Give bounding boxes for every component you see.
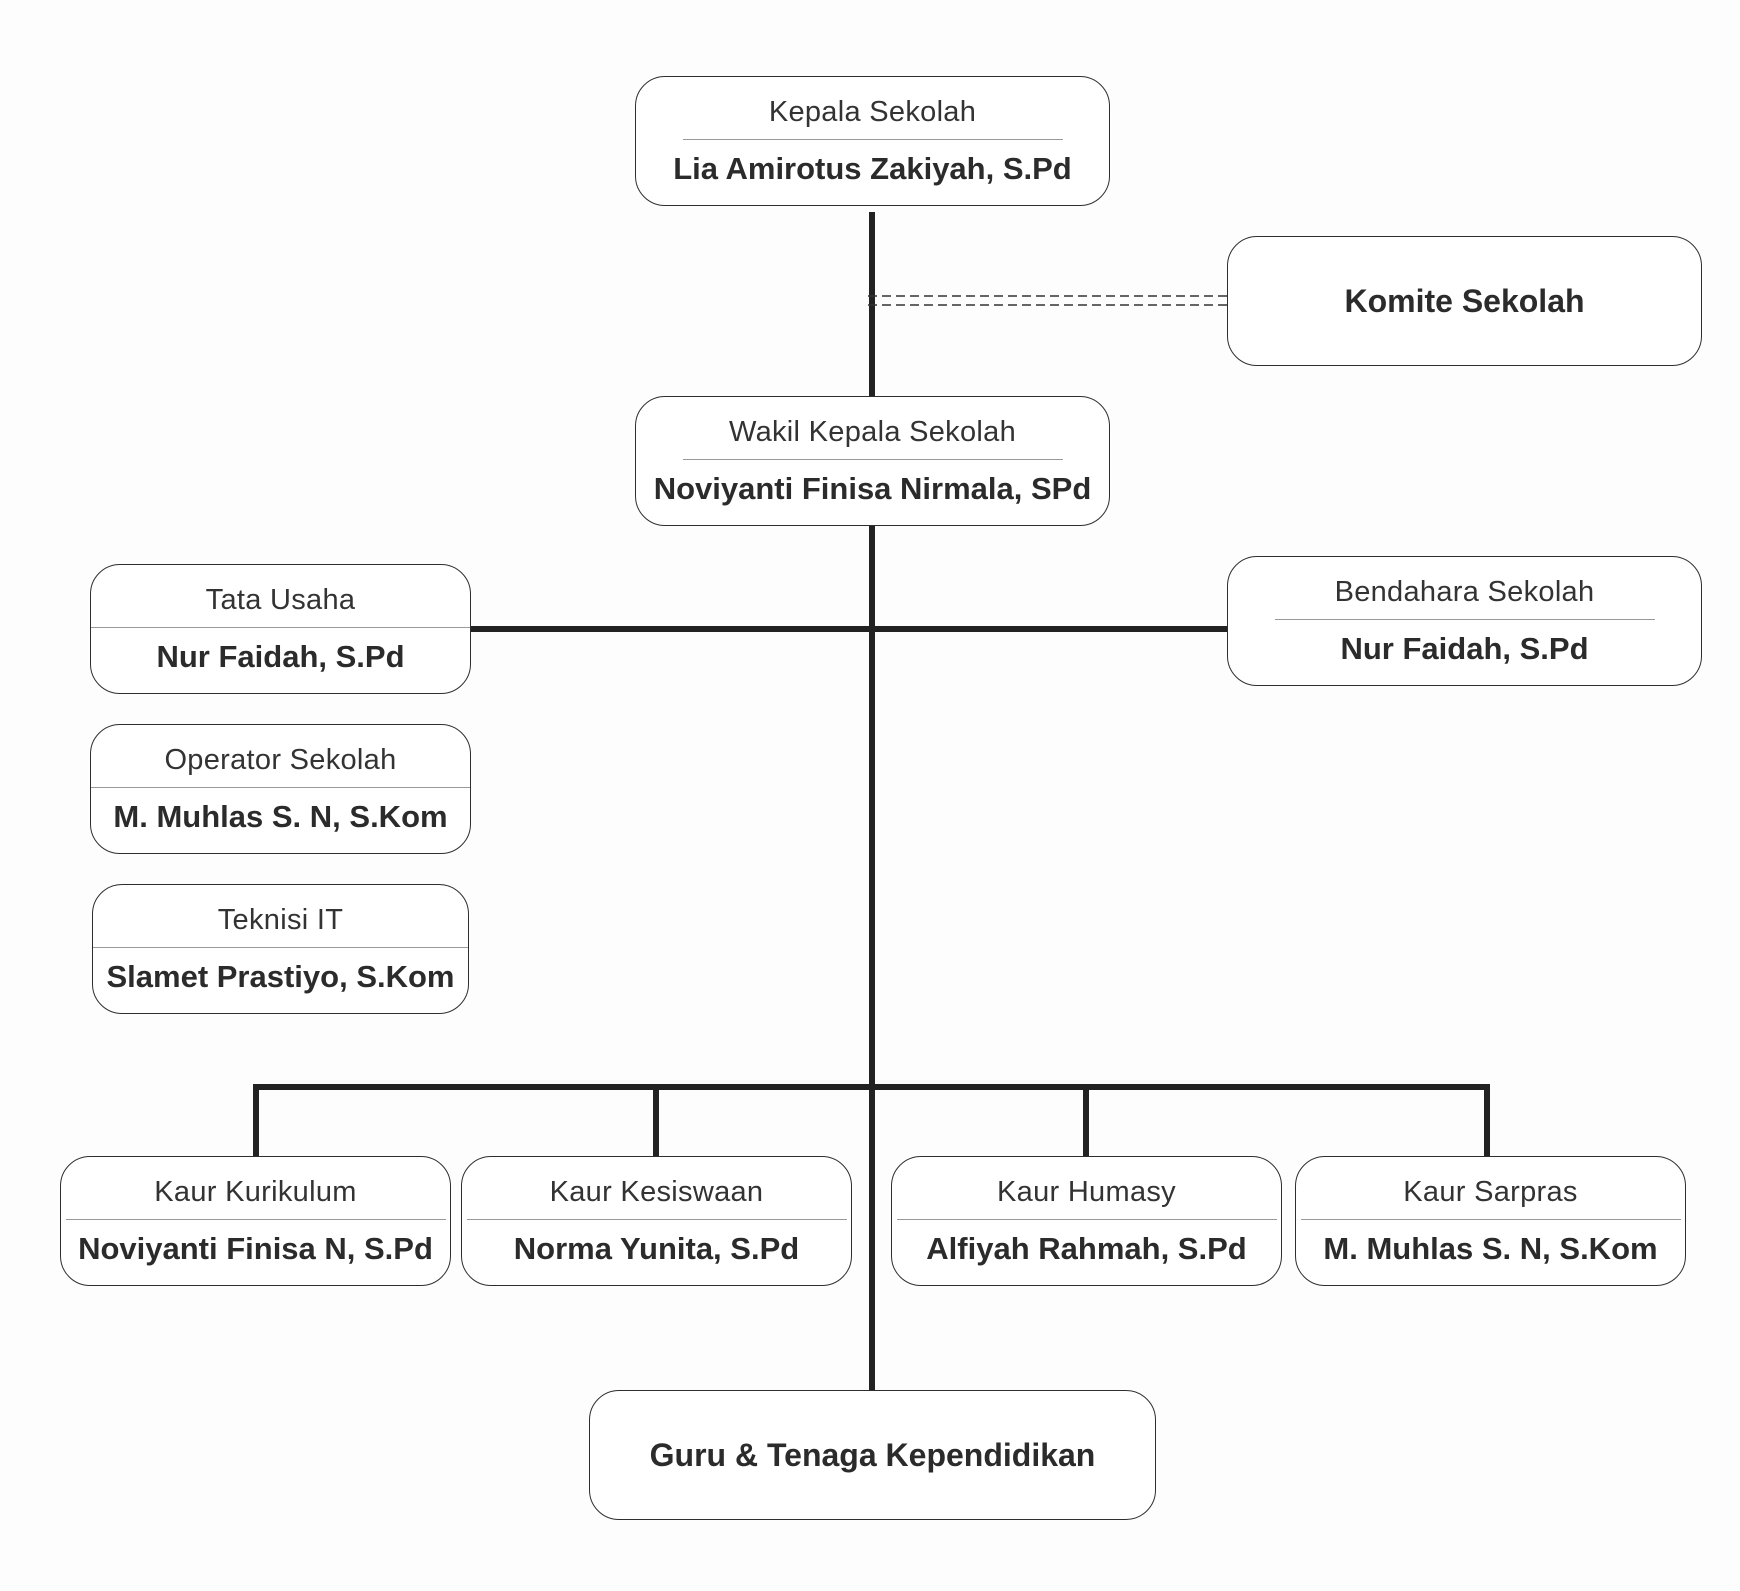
node-kaur-sarpras: Kaur Sarpras M. Muhlas S. N, S.Kom (1295, 1156, 1686, 1286)
divider (896, 1218, 1277, 1220)
divider (682, 458, 1063, 460)
node-role: Operator Sekolah (164, 744, 397, 776)
node-role: Kaur Sarpras (1403, 1176, 1578, 1208)
node-teknisi-it: Teknisi IT Slamet Prastiyo, S.Kom (92, 884, 469, 1014)
node-name: Guru & Tenaga Kependidikan (649, 1436, 1096, 1473)
node-kaur-humasy: Kaur Humasy Alfiyah Rahmah, S.Pd (891, 1156, 1282, 1286)
node-kepala-sekolah: Kepala Sekolah Lia Amirotus Zakiyah, S.P… (635, 76, 1110, 206)
node-bendahara-sekolah: Bendahara Sekolah Nur Faidah, S.Pd (1227, 556, 1702, 686)
node-name: Noviyanti Finisa N, S.Pd (78, 1230, 433, 1266)
divider (91, 786, 470, 788)
divider (1300, 1218, 1681, 1220)
node-tata-usaha: Tata Usaha Nur Faidah, S.Pd (90, 564, 471, 694)
divider (682, 138, 1063, 140)
divider (65, 1218, 446, 1220)
divider (466, 1218, 847, 1220)
node-operator-sekolah: Operator Sekolah M. Muhlas S. N, S.Kom (90, 724, 471, 854)
divider (1274, 618, 1655, 620)
node-name: Lia Amirotus Zakiyah, S.Pd (673, 150, 1072, 186)
node-name: Nur Faidah, S.Pd (1340, 630, 1589, 666)
divider (93, 946, 468, 948)
node-role: Bendahara Sekolah (1334, 576, 1595, 608)
node-role: Kepala Sekolah (768, 96, 977, 128)
node-name: M. Muhlas S. N, S.Kom (1323, 1230, 1658, 1266)
node-kaur-kesiswaan: Kaur Kesiswaan Norma Yunita, S.Pd (461, 1156, 852, 1286)
node-role: Kaur Kurikulum (154, 1176, 357, 1208)
node-role: Kaur Kesiswaan (549, 1176, 764, 1208)
node-role: Teknisi IT (217, 904, 344, 936)
node-wakil-kepala-sekolah: Wakil Kepala Sekolah Noviyanti Finisa Ni… (635, 396, 1110, 526)
node-name: M. Muhlas S. N, S.Kom (113, 798, 448, 834)
node-name: Alfiyah Rahmah, S.Pd (926, 1230, 1247, 1266)
node-name: Komite Sekolah (1344, 282, 1585, 319)
node-guru-tenaga-kependidikan: Guru & Tenaga Kependidikan (589, 1390, 1156, 1520)
node-role: Kaur Humasy (997, 1176, 1176, 1208)
node-name: Noviyanti Finisa Nirmala, SPd (653, 470, 1092, 506)
node-role: Wakil Kepala Sekolah (728, 416, 1017, 448)
divider (91, 626, 470, 628)
node-name: Slamet Prastiyo, S.Kom (106, 958, 455, 994)
node-name: Norma Yunita, S.Pd (513, 1230, 800, 1266)
node-komite-sekolah: Komite Sekolah (1227, 236, 1702, 366)
node-name: Nur Faidah, S.Pd (156, 638, 405, 674)
node-role: Tata Usaha (205, 584, 356, 616)
node-kaur-kurikulum: Kaur Kurikulum Noviyanti Finisa N, S.Pd (60, 1156, 451, 1286)
